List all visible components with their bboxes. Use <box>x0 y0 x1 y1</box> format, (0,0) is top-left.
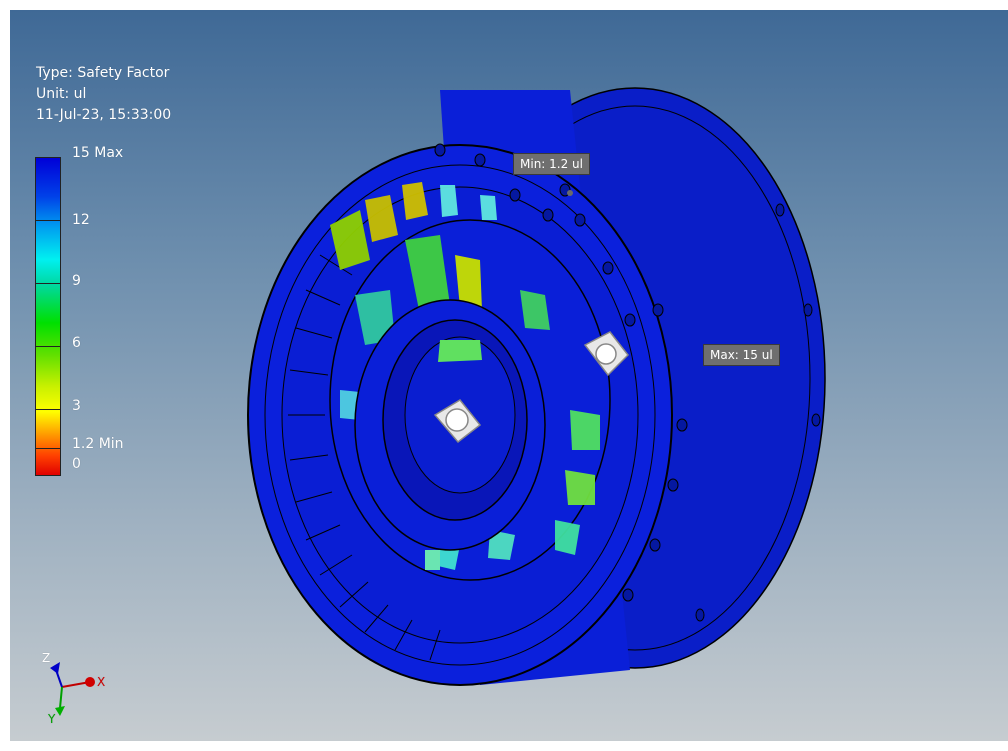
constraint-marker-2 <box>433 399 482 444</box>
axis-y-label: Y <box>48 712 56 726</box>
axis-x-label: X <box>97 675 106 689</box>
graphics-viewport[interactable]: Type: Safety Factor Unit: ul 11-Jul-23, … <box>10 10 1008 741</box>
result-type-label: Type: Safety Factor <box>36 65 170 81</box>
axis-triad <box>50 662 95 716</box>
legend-label-min: 1.2 Min <box>72 436 124 452</box>
color-bar <box>35 157 61 476</box>
legend-label-max: 15 Max <box>72 145 124 161</box>
colorbar-tick <box>35 220 61 221</box>
colorbar-tick <box>35 346 61 347</box>
legend-label-6: 6 <box>72 335 81 351</box>
constraint-marker-1 <box>583 331 629 377</box>
legend-label-3: 3 <box>72 398 81 414</box>
min-probe-point <box>567 190 573 196</box>
legend-label-12: 12 <box>72 212 90 228</box>
result-timestamp: 11-Jul-23, 15:33:00 <box>36 107 172 123</box>
legend-label-zero: 0 <box>72 456 81 472</box>
colorbar-tick <box>35 448 61 449</box>
max-probe-label[interactable]: Max: 15 ul <box>703 344 780 366</box>
result-unit-label: Unit: ul <box>36 86 87 102</box>
axis-z-label: Z <box>42 651 51 665</box>
wheel-model[interactable] <box>10 10 1008 741</box>
colorbar-tick <box>35 283 61 284</box>
min-probe-label[interactable]: Min: 1.2 ul <box>513 153 590 175</box>
colorbar-tick <box>35 409 61 410</box>
legend-label-9: 9 <box>72 273 81 289</box>
